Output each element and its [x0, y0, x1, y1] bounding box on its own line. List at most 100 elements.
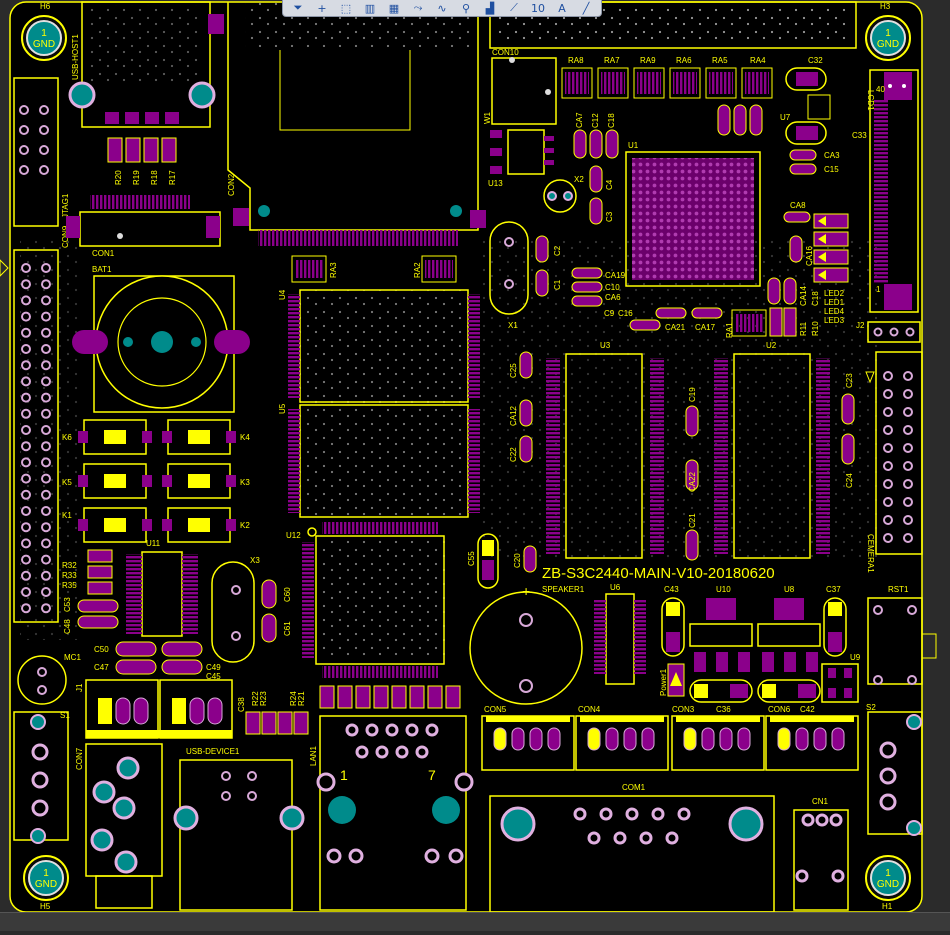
key-k5[interactable] — [78, 463, 152, 499]
mount-hole-h5: 1 GND — [23, 855, 69, 901]
header-pin — [883, 497, 893, 507]
svg-text:U11: U11 — [146, 539, 161, 548]
svg-text:CON4: CON4 — [578, 705, 601, 714]
key-k4[interactable] — [162, 419, 236, 455]
terminal-pin — [813, 727, 827, 751]
svg-text:C24: C24 — [845, 473, 854, 488]
select-rect-icon[interactable]: ⬚ — [340, 1, 352, 15]
resistor-arrays-ra2-ra3 — [291, 255, 457, 283]
s2-switch[interactable] — [867, 711, 923, 836]
terminal-pin — [831, 727, 845, 751]
svg-text:K6: K6 — [62, 433, 72, 442]
header-pin — [21, 538, 31, 549]
u7-regulator — [717, 67, 831, 263]
svg-text:S2: S2 — [866, 703, 876, 712]
svg-text:MC1: MC1 — [64, 653, 81, 662]
svg-text:GND: GND — [33, 39, 55, 50]
diagonal-icon[interactable]: ⟋ — [510, 1, 518, 14]
svg-text:CA19: CA19 — [605, 271, 626, 280]
svg-text:C50: C50 — [94, 645, 109, 654]
svg-text:CON6: CON6 — [768, 705, 791, 714]
layer-icon[interactable]: ▟ — [485, 1, 495, 15]
svg-text:JTAG1: JTAG1 — [61, 193, 70, 218]
terminal-pin — [701, 727, 715, 751]
svg-text:R33: R33 — [62, 571, 77, 580]
svg-text:CA3: CA3 — [824, 151, 840, 160]
svg-text:R19: R19 — [132, 170, 141, 185]
header-pin — [41, 295, 51, 306]
filter-icon[interactable]: ⏷ — [293, 1, 303, 14]
svg-text:C61: C61 — [283, 621, 292, 636]
left-expansion-header — [13, 249, 59, 623]
resistor-arrays-top — [561, 67, 773, 99]
jtag-header — [13, 77, 59, 227]
header-pin — [41, 473, 51, 484]
header-pin — [21, 263, 31, 273]
header-pin — [21, 554, 31, 565]
svg-text:K3: K3 — [240, 478, 250, 487]
header-pin — [883, 425, 893, 435]
line-tool-icon[interactable]: ╱ — [582, 1, 590, 15]
svg-text:RST1: RST1 — [888, 585, 909, 594]
svg-text:U8: U8 — [784, 585, 795, 594]
c37-u9 — [821, 597, 859, 703]
svg-text:1: 1 — [885, 868, 891, 879]
header-pin — [903, 533, 913, 543]
key-k2[interactable] — [162, 507, 236, 543]
mount-hole-h6: 1 GND — [21, 15, 67, 61]
svg-text:CA7: CA7 — [575, 112, 584, 128]
header-pin — [21, 392, 31, 403]
svg-text:C42: C42 — [800, 705, 815, 714]
svg-text:C55: C55 — [467, 551, 476, 566]
text-tool-icon[interactable]: A — [558, 1, 566, 15]
terminal-pin — [493, 727, 507, 751]
cpu-decoupling-caps — [535, 129, 619, 297]
header-pin — [21, 311, 31, 322]
s1-switch[interactable] — [13, 711, 69, 844]
svg-text:RA7: RA7 — [604, 56, 620, 65]
header-pin — [41, 392, 51, 403]
header-pin — [883, 389, 893, 399]
svg-text:C19: C19 — [688, 387, 697, 402]
rst1-button[interactable] — [867, 597, 937, 685]
terminal-pin — [511, 727, 525, 751]
svg-text:C47: C47 — [94, 663, 109, 672]
con2-sd-socket — [208, 2, 486, 246]
j2-header — [867, 321, 921, 343]
key-k3[interactable] — [162, 463, 236, 499]
key-buttons[interactable] — [78, 419, 236, 543]
u5-sdram — [288, 404, 480, 518]
wave-icon[interactable]: ∿ — [437, 1, 447, 15]
status-leds — [813, 213, 849, 283]
header-pin — [41, 327, 51, 338]
svg-text:R11: R11 — [799, 321, 808, 336]
route-icon[interactable]: ⤳ — [413, 1, 423, 14]
header-pin — [41, 279, 51, 290]
svg-text:CN1: CN1 — [812, 797, 829, 806]
crosshair-icon[interactable]: + — [317, 1, 327, 15]
svg-text:W1: W1 — [483, 111, 492, 124]
header-pin — [41, 570, 51, 581]
svg-text:C53: C53 — [63, 597, 72, 612]
terminal-pin — [737, 727, 751, 751]
header-pin — [903, 425, 913, 435]
u1-cpu-bga — [625, 151, 761, 287]
component-icon[interactable]: ▦ — [388, 1, 400, 15]
svg-text:C25: C25 — [509, 363, 518, 378]
number-icon[interactable]: 10 — [531, 1, 545, 15]
header-pin — [883, 515, 893, 525]
svg-text:BAT1: BAT1 — [92, 265, 112, 274]
key-k6[interactable] — [78, 419, 152, 455]
svg-text:U9: U9 — [850, 653, 861, 662]
svg-text:K1: K1 — [62, 511, 72, 520]
key-k1[interactable] — [78, 507, 152, 543]
header-pin — [21, 506, 31, 516]
pin-icon[interactable]: ⚲ — [461, 1, 471, 15]
svg-text:U4: U4 — [278, 289, 287, 300]
header-pin — [41, 344, 51, 354]
header-pin — [883, 461, 893, 471]
chart-icon[interactable]: ▥ — [364, 1, 376, 15]
bat1-coin-cell — [72, 275, 250, 413]
